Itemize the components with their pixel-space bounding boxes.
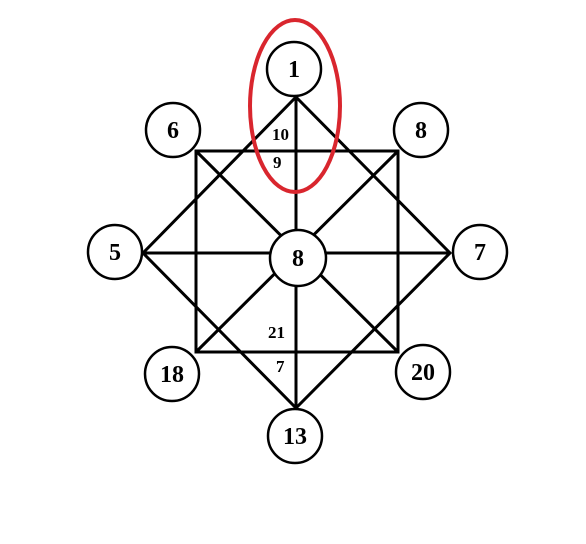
node-right-label: 7 bbox=[474, 240, 486, 266]
inner-number-lower-a: 21 bbox=[268, 323, 285, 342]
node-top: 1 bbox=[265, 40, 323, 98]
node-right: 7 bbox=[451, 223, 509, 281]
node-left-label: 5 bbox=[109, 240, 121, 266]
inner-number-lower-b: 7 bbox=[276, 357, 285, 376]
node-left: 5 bbox=[86, 223, 144, 281]
inner-number-upper-a: 10 bbox=[272, 125, 289, 144]
node-lower-left-label: 18 bbox=[160, 362, 184, 388]
node-upper-left-label: 6 bbox=[167, 118, 179, 144]
node-upper-right: 8 bbox=[392, 101, 450, 159]
node-lower-right-label: 20 bbox=[411, 360, 435, 386]
node-lower-left: 18 bbox=[143, 345, 201, 403]
highlight-ellipse bbox=[248, 18, 342, 194]
node-center: 8 bbox=[268, 228, 328, 288]
node-center-label: 8 bbox=[292, 246, 304, 272]
node-upper-right-label: 8 bbox=[415, 118, 427, 144]
inner-number-upper-b: 9 bbox=[273, 153, 282, 172]
node-bottom-label: 13 bbox=[283, 424, 307, 450]
node-bottom: 13 bbox=[266, 407, 324, 465]
node-top-label: 1 bbox=[288, 57, 300, 83]
node-lower-right: 20 bbox=[394, 343, 452, 401]
node-upper-left: 6 bbox=[144, 101, 202, 159]
